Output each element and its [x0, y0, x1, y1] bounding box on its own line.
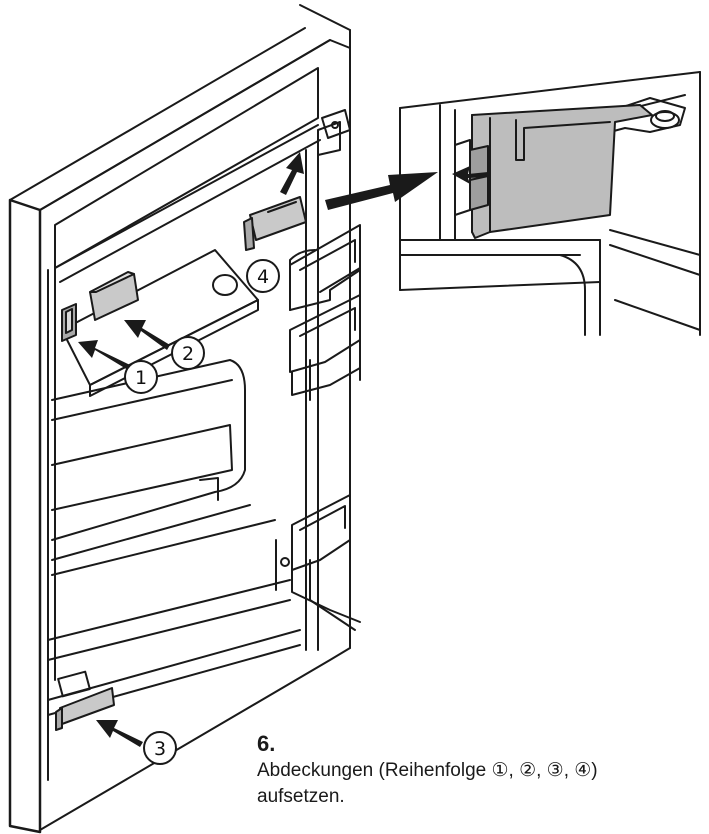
crisper-drawer	[51, 359, 276, 576]
detail-inset	[399, 71, 701, 336]
detail-arrow	[452, 166, 488, 184]
callout-2: 2	[171, 336, 205, 370]
callout-1: 1	[124, 360, 158, 394]
svg-text:1: 1	[135, 367, 147, 389]
arrow-3	[96, 720, 143, 747]
callout-4: 4	[246, 259, 280, 293]
cover-2	[89, 271, 139, 321]
arrow-2	[124, 320, 170, 350]
cover-4	[243, 196, 307, 251]
glass-shelf	[61, 249, 259, 397]
door-shelf-bottom	[291, 494, 361, 631]
svg-text:2: 2	[182, 343, 194, 365]
cover-1	[61, 303, 77, 342]
bottom-rail	[47, 579, 301, 716]
hinge-detail	[321, 109, 351, 139]
svg-text:4: 4	[257, 266, 269, 288]
door-shelf-middle	[289, 294, 361, 401]
arrow-1	[78, 340, 130, 370]
instruction-line-1: Abdeckungen (Reihenfolge ①, ②, ③, ④)	[257, 760, 598, 781]
step-instruction: Abdeckungen (Reihenfolge ①, ②, ③, ④) auf…	[257, 758, 707, 810]
arrow-4	[280, 152, 304, 195]
svg-text:3: 3	[154, 738, 166, 760]
cabinet-outline	[8, 4, 351, 834]
cover-3	[55, 687, 115, 731]
step-number: 6.	[257, 731, 276, 756]
callout-3: 3	[143, 731, 177, 765]
instruction-line-2: aufsetzen.	[257, 786, 345, 807]
door-shelf-top	[289, 224, 361, 381]
arrow-to-detail	[325, 172, 438, 210]
